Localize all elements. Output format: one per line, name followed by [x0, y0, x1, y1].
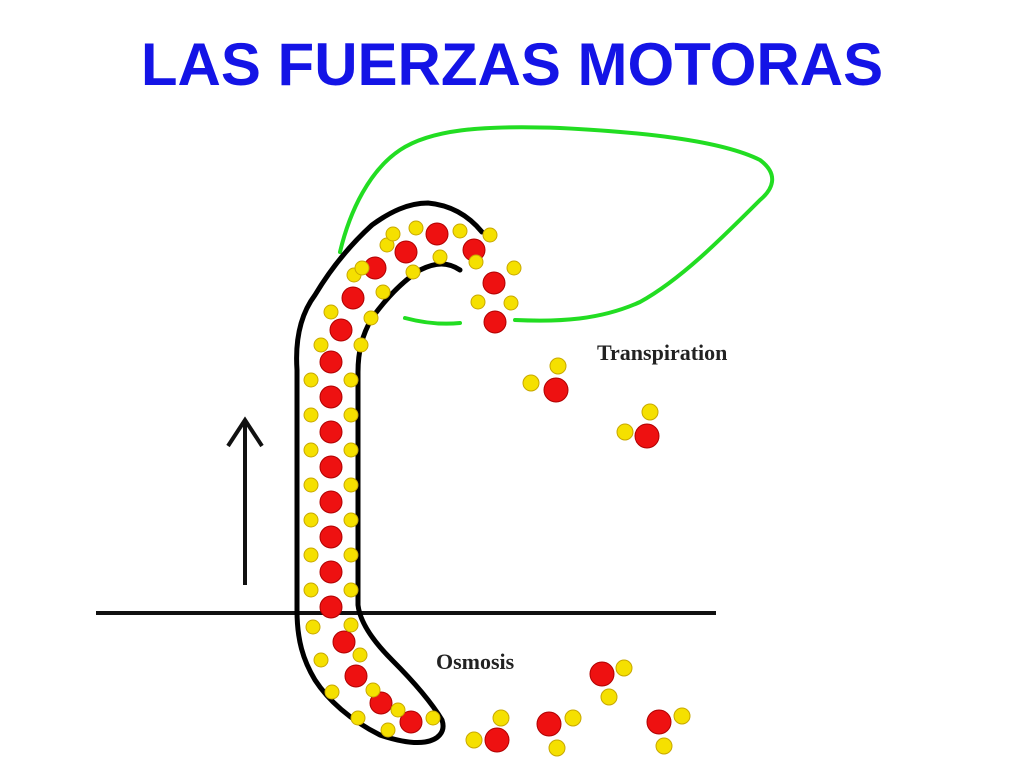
- hydrogen-atom: [303, 442, 319, 458]
- hydrogen-atom: [641, 403, 659, 421]
- hydrogen-atom: [616, 423, 634, 441]
- oxygen-atom: [536, 711, 562, 737]
- oxygen-atom: [341, 286, 365, 310]
- hydrogen-atom: [343, 582, 359, 598]
- hydrogen-atom: [343, 547, 359, 563]
- osmosis-label: Osmosis: [436, 649, 515, 674]
- hydrogen-atom: [354, 260, 370, 276]
- oxygen-atom: [319, 350, 343, 374]
- xylem-vessel-outline: [294, 200, 485, 745]
- hydrogen-atom: [343, 477, 359, 493]
- oxygen-atom: [425, 222, 449, 246]
- hydrogen-atom: [405, 264, 421, 280]
- hydrogen-atom: [350, 710, 366, 726]
- oxygen-atom: [319, 455, 343, 479]
- hydrogen-atom: [506, 260, 522, 276]
- hydrogen-atom: [363, 310, 379, 326]
- hydrogen-atom: [375, 284, 391, 300]
- hydrogen-atom: [365, 682, 381, 698]
- oxygen-atom: [634, 423, 660, 449]
- hydrogen-atom: [432, 249, 448, 265]
- hydrogen-atom: [353, 337, 369, 353]
- slide-title: LAS FUERZAS MOTORAS: [140, 31, 884, 98]
- hydrogen-atom: [482, 227, 498, 243]
- hydrogen-atom: [343, 442, 359, 458]
- hydrogen-atom: [492, 709, 510, 727]
- oxygen-atom: [319, 385, 343, 409]
- up-arrow-icon: [226, 416, 264, 585]
- oxygen-atom: [344, 664, 368, 688]
- hydrogen-atom: [303, 547, 319, 563]
- hydrogen-atom: [324, 684, 340, 700]
- hydrogen-atom: [390, 702, 406, 718]
- hydrogen-atom: [343, 407, 359, 423]
- hydrogen-atom: [380, 722, 396, 738]
- oxygen-atom: [646, 709, 672, 735]
- hydrogen-atom: [303, 407, 319, 423]
- oxygen-atom: [329, 318, 353, 342]
- hydrogen-atom: [452, 223, 468, 239]
- water-molecules: [303, 220, 691, 757]
- oxygen-atom: [543, 377, 569, 403]
- oxygen-atom: [319, 560, 343, 584]
- hydrogen-atom: [564, 709, 582, 727]
- oxygen-atom: [483, 310, 507, 334]
- hydrogen-atom: [313, 652, 329, 668]
- hydrogen-atom: [548, 739, 566, 757]
- transpiration-label: Transpiration: [597, 340, 727, 365]
- hydrogen-atom: [323, 304, 339, 320]
- oxygen-atom: [589, 661, 615, 687]
- hydrogen-atom: [408, 220, 424, 236]
- hydrogen-atom: [303, 477, 319, 493]
- hydrogen-atom: [343, 512, 359, 528]
- hydrogen-atom: [615, 659, 633, 677]
- hydrogen-atom: [303, 512, 319, 528]
- hydrogen-atom: [600, 688, 618, 706]
- oxygen-atom: [319, 490, 343, 514]
- oxygen-atom: [319, 595, 343, 619]
- oxygen-atom: [332, 630, 356, 654]
- hydrogen-atom: [352, 647, 368, 663]
- oxygen-atom: [369, 691, 393, 715]
- hydrogen-atom: [470, 294, 486, 310]
- leaf-outline: [338, 125, 774, 326]
- hydrogen-atom: [313, 337, 329, 353]
- oxygen-atom: [394, 240, 418, 264]
- hydrogen-atom: [303, 372, 319, 388]
- hydrogen-atom: [503, 295, 519, 311]
- hydrogen-atom: [343, 617, 359, 633]
- hydrogen-atom: [465, 731, 483, 749]
- hydrogen-atom: [655, 737, 673, 755]
- oxygen-atom: [482, 271, 506, 295]
- oxygen-atom: [399, 710, 423, 734]
- hydrogen-atom: [425, 710, 441, 726]
- oxygen-atom: [319, 420, 343, 444]
- oxygen-atom: [319, 525, 343, 549]
- hydrogen-atom: [673, 707, 691, 725]
- hydrogen-atom: [385, 226, 401, 242]
- hydrogen-atom: [468, 254, 484, 270]
- hydrogen-atom: [303, 582, 319, 598]
- hydrogen-atom: [305, 619, 321, 635]
- hydrogen-atom: [549, 357, 567, 375]
- hydrogen-atom: [522, 374, 540, 392]
- oxygen-atom: [484, 727, 510, 753]
- hydrogen-atom: [343, 372, 359, 388]
